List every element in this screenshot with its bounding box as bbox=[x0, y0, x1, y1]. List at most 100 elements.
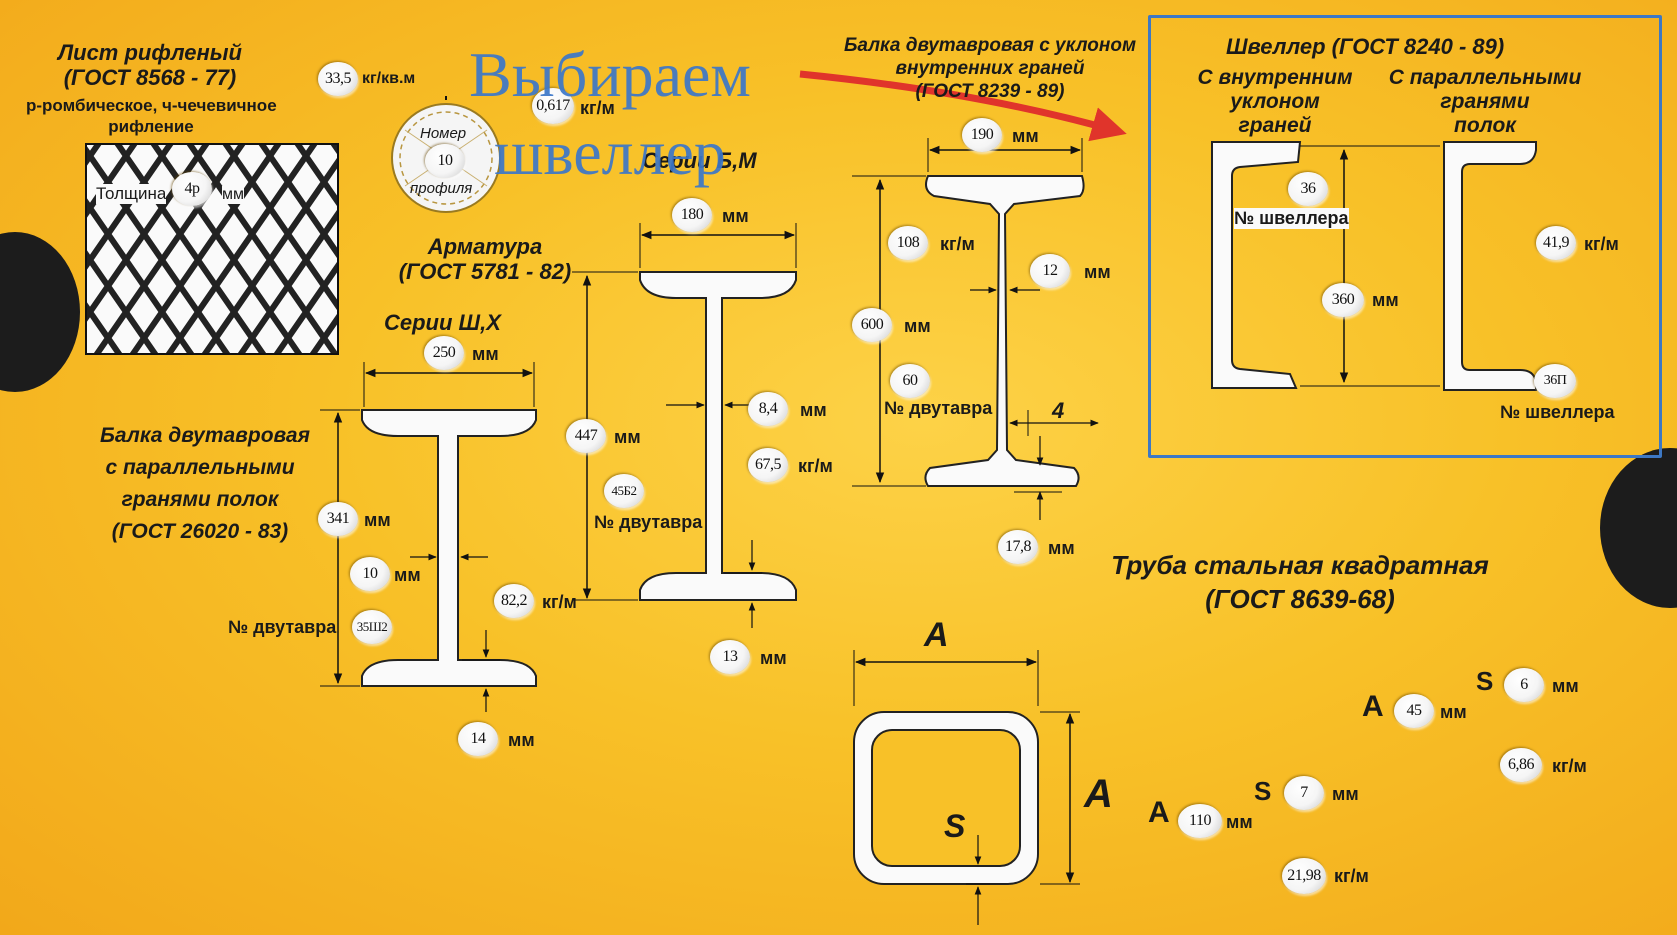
channel-drawings bbox=[1211, 141, 1537, 391]
beam-slope-number-window: 60 bbox=[890, 364, 930, 398]
beam-bm-flange-value: 13 bbox=[722, 648, 739, 665]
beam-parallel-title-line3: гранями полок bbox=[121, 488, 279, 511]
sheet-title: Лист рифленый (ГОСТ 8568 - 77) bbox=[30, 40, 270, 90]
channel-title: Швеллер (ГОСТ 8240 - 89) bbox=[1226, 34, 1505, 59]
beam-parallel-width-window: 250 bbox=[424, 336, 464, 370]
tube-row2-a-window: 110 bbox=[1178, 804, 1222, 838]
beam-slope-mass-unit: кг/м bbox=[940, 234, 975, 254]
beam-parallel-series: Серии Ш,Х bbox=[384, 310, 501, 335]
beam-slope-height-window: 600 bbox=[852, 308, 892, 342]
rebar-mass-window: 0,617 bbox=[532, 88, 574, 124]
beam-slope-height-unit: мм bbox=[904, 316, 931, 336]
rebar-title: Арматура (ГОСТ 5781 - 82) bbox=[385, 234, 585, 284]
beam-parallel-height-value: 341 bbox=[326, 510, 350, 527]
annotation-line2: швеллер bbox=[494, 117, 726, 188]
corrugated-sheet-drawing bbox=[85, 143, 339, 355]
beam-slope-flange-unit: мм bbox=[1048, 538, 1075, 558]
beam-bm-height-value: 447 bbox=[574, 427, 598, 444]
beam-bm-flange-window: 13 bbox=[710, 640, 750, 674]
tube-dim-a-top: A bbox=[924, 616, 949, 654]
tube-row1-s-unit: мм bbox=[1552, 676, 1579, 696]
beam-bm-mass-unit: кг/м bbox=[798, 456, 833, 476]
channel-left-title-line1: С внутренним bbox=[1197, 66, 1353, 89]
beam-parallel-height-window: 341 bbox=[318, 502, 358, 536]
channel-left-title-line3: граней bbox=[1238, 114, 1312, 137]
square-tube-drawing bbox=[853, 650, 1080, 925]
beam-parallel-flange-window: 14 bbox=[458, 722, 498, 756]
channel-right-number-value: 36П bbox=[1543, 373, 1567, 388]
sheet-title-line2: (ГОСТ 8568 - 77) bbox=[63, 65, 237, 90]
tube-title-line1: Труба стальная квадратная bbox=[1111, 550, 1489, 580]
sheet-thickness-label: Толщина bbox=[96, 184, 167, 204]
annotation-text: Выбираем швеллер bbox=[420, 36, 800, 192]
channel-right-title-line1: С параллельными bbox=[1388, 66, 1582, 89]
channel-left-number-label: № швеллера bbox=[1234, 208, 1349, 229]
channel-mass-value: 41,9 bbox=[1543, 234, 1570, 251]
beam-parallel-web-value: 10 bbox=[362, 565, 379, 582]
sheet-desc-line1: р-ромбическое, ч-чечевичное bbox=[26, 96, 277, 115]
channel-right-number-window: 36П bbox=[1534, 364, 1576, 398]
tube-row2-mass-window: 21,98 bbox=[1282, 858, 1326, 894]
rebar-mass-value: 0,617 bbox=[536, 97, 570, 114]
sheet-mass-unit: кг/кв.м bbox=[362, 70, 416, 87]
channel-right-title: С параллельными гранями полок bbox=[1380, 66, 1590, 138]
tube-row1-s-window: 6 bbox=[1504, 668, 1544, 702]
sheet-thickness-window: 4р bbox=[172, 172, 212, 206]
rebar-number-label2: профиля bbox=[410, 180, 473, 197]
beam-slope-flange-window: 17,8 bbox=[998, 530, 1038, 564]
beam-bm-web-window: 8,4 bbox=[748, 392, 788, 426]
tube-row2-a-value: 110 bbox=[1189, 812, 1211, 829]
annotation-line1: Выбираем bbox=[469, 39, 751, 110]
sheet-desc-line2: рифление bbox=[108, 117, 194, 136]
beam-bm-mass2-value: 82,2 bbox=[501, 592, 528, 609]
channel-mass-window: 41,9 bbox=[1536, 226, 1576, 260]
beam-parallel-title: Балка двутавровая с параллельными граням… bbox=[100, 420, 310, 548]
rebar-number-window: 10 bbox=[425, 144, 465, 178]
beam-bm-number-label: № двутавра bbox=[594, 512, 703, 532]
tube-row2-s-unit: мм bbox=[1332, 784, 1359, 804]
tube-row1-a-label: A bbox=[1362, 690, 1384, 723]
beam-slope-title-line2: внутренних граней bbox=[895, 58, 1085, 79]
tube-row2-a-unit: мм bbox=[1226, 812, 1253, 832]
channel-right-title-line2: гранями bbox=[1440, 90, 1530, 113]
beam-parallel-title-line1: Балка двутавровая bbox=[100, 424, 310, 447]
channel-mass-unit: кг/м bbox=[1584, 234, 1619, 254]
beam-bm-width-unit: мм bbox=[722, 206, 749, 226]
beam-slope-number-label: № двутавра bbox=[884, 398, 993, 418]
beam-slope-web-value: 12 bbox=[1042, 262, 1059, 279]
beam-bm-height-unit: мм bbox=[614, 427, 641, 447]
tube-row1-s-value: 6 bbox=[1520, 676, 1528, 693]
channel-right-number-label: № швеллера bbox=[1500, 402, 1615, 422]
tube-dim-a-side: A bbox=[1084, 772, 1113, 816]
beam-parallel-title-line4: (ГОСТ 26020 - 83) bbox=[111, 520, 289, 543]
beam-bm-width-value: 180 bbox=[680, 206, 704, 223]
beam-bm-mass-window: 67,5 bbox=[748, 448, 788, 482]
tube-row1-a-value: 45 bbox=[1406, 702, 1423, 719]
beam-slope-flange-value: 17,8 bbox=[1005, 538, 1032, 555]
beam-slope-mass-value: 108 bbox=[896, 234, 920, 251]
sheet-mass-value: 33,5 bbox=[325, 70, 352, 87]
tube-row1-mass-unit: кг/м bbox=[1552, 756, 1587, 776]
sheet-description: р-ромбическое, ч-чечевичное рифление bbox=[26, 95, 277, 137]
channel-left-title: С внутренним уклоном граней bbox=[1190, 66, 1360, 138]
beam-slope-title-line3: (ГОСТ 8239 - 89) bbox=[915, 81, 1065, 102]
channel-left-title-line2: уклоном bbox=[1230, 90, 1320, 113]
rebar-mass-unit: кг/м bbox=[580, 98, 615, 118]
tube-dim-s: S bbox=[944, 808, 966, 844]
tube-row1-a-window: 45 bbox=[1394, 694, 1434, 728]
rebar-number-label1: Номер bbox=[420, 125, 467, 142]
beam-slope-mass-window: 108 bbox=[888, 226, 928, 260]
beam-bm-height-window: 447 bbox=[566, 419, 606, 453]
beam-bm-series: Серии Б,М bbox=[642, 148, 757, 173]
beam-slope-width-window: 190 bbox=[962, 118, 1002, 152]
tube-row2-s-label: S bbox=[1254, 776, 1272, 806]
rebar-number-value: 10 bbox=[437, 152, 454, 169]
sheet-mass-window: 33,5 bbox=[318, 62, 358, 96]
beam-slope-slope-value: 4 bbox=[1052, 398, 1065, 423]
channel-height-unit: мм bbox=[1372, 290, 1399, 310]
tube-row2-s-window: 7 bbox=[1284, 776, 1324, 810]
beam-slope-width-unit: мм bbox=[1012, 126, 1039, 146]
beam-bm-web-unit: мм bbox=[800, 400, 827, 420]
